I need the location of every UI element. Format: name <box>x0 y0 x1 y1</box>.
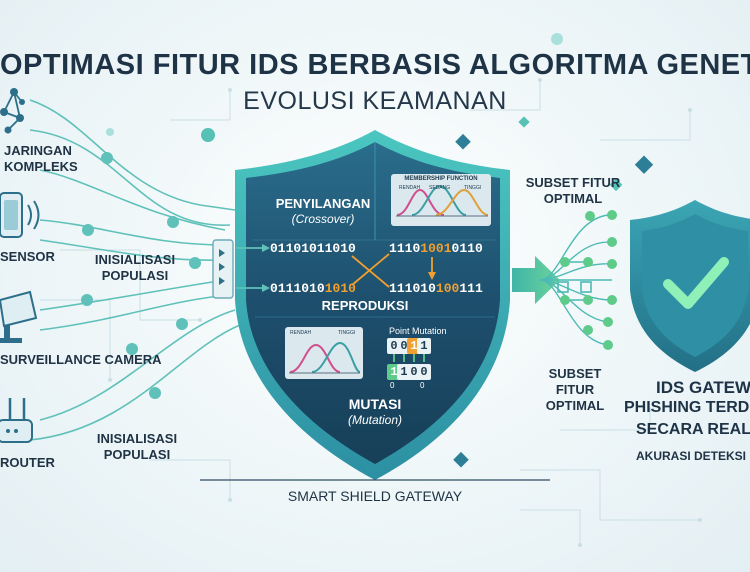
label-sensor: SENSOR <box>0 249 55 264</box>
output-arrow <box>512 256 560 304</box>
wifi-router-icon <box>0 398 33 443</box>
feature-selection-tree <box>539 214 613 346</box>
mutation-title: MUTASI <box>348 396 402 412</box>
accuracy-label: AKURASI DETEKSI <box>636 449 747 463</box>
label-camera: SURVEILLANCE CAMERA <box>0 352 162 367</box>
label-init-bottom-line1: INISIALISASI <box>96 431 178 446</box>
point-mutation-title: Point Mutation <box>389 326 447 336</box>
main-subtitle: EVOLUSI KEAMANAN <box>243 87 507 115</box>
deco-dot <box>201 128 215 142</box>
label-router: ROUTER <box>0 455 55 470</box>
label-subset-bottom-line1: SUBSET <box>548 366 602 381</box>
membership-function-panel <box>391 174 491 226</box>
label-init-top-line1: INISIALISASI <box>94 252 176 267</box>
input-flow-nodes <box>81 152 201 399</box>
membership-label-high: TINGGI <box>464 185 482 191</box>
mutation-chart-label-low: RENDAH <box>290 330 312 336</box>
crossover-subtitle: (Crossover) <box>291 212 355 226</box>
result-line-1: IDS GATEWAY <box>656 378 750 397</box>
label-subset-top-line2: OPTIMAL <box>543 191 603 206</box>
label-network: JARINGAN KOMPLEKS <box>4 143 78 175</box>
mutation-chart-label-high: TINGGI <box>338 330 356 336</box>
label-init-bottom: INISIALISASI POPULASI <box>82 431 192 463</box>
deco-square <box>518 116 530 128</box>
input-flow-lines <box>29 99 241 441</box>
main-title: OPTIMASI FITUR IDS BERBASIS ALGORITMA GE… <box>0 49 750 81</box>
population-connector <box>212 239 234 299</box>
label-init-bottom-line2: POPULASI <box>103 447 171 462</box>
deco-square <box>453 451 469 468</box>
input-arrows <box>236 247 264 289</box>
result-line-2: PHISHING TERDETEKSI <box>624 399 750 416</box>
crossover-title: PENYILANGAN <box>275 196 371 211</box>
label-network-line1: JARINGAN <box>4 143 72 158</box>
mutation-chart-panel <box>285 327 363 379</box>
deco-square <box>455 133 471 150</box>
label-subset-bottom: SUBSET FITUR OPTIMAL <box>530 366 620 414</box>
gateway-label: SMART SHIELD GATEWAY <box>287 488 463 504</box>
child-chromosome-1: 111010010110 <box>389 241 483 256</box>
membership-title: MEMBERSHIP FUNCTION <box>404 176 478 182</box>
circuit-traces <box>40 80 700 545</box>
reproduction-label: REPRODUKSI <box>321 298 409 313</box>
security-camera-icon <box>0 290 38 343</box>
child-chromosome-2: 111010100111 <box>389 281 483 296</box>
crossover-arrows <box>351 253 433 288</box>
mutation-subtitle: (Mutation) <box>347 413 403 427</box>
membership-label-low: RENDAH <box>399 185 421 191</box>
deco-square <box>634 155 654 174</box>
mutation-index-1: 0 <box>390 381 395 390</box>
membership-label-mid: SEDANG <box>429 185 451 191</box>
label-subset-bottom-line3: OPTIMAL <box>545 398 605 413</box>
deco-dot <box>551 33 563 45</box>
parent-chromosome-1: 01101011010 <box>270 241 356 256</box>
label-subset-top-line1: SUBSET FITUR <box>525 175 621 190</box>
mutation-bit-after-4: 0 <box>417 364 431 380</box>
label-network-line2: KOMPLEKS <box>4 159 78 174</box>
deco-dot <box>106 128 114 136</box>
crossover-arrowhead <box>428 272 436 280</box>
label-init-top: INISIALISASI POPULASI <box>80 252 190 284</box>
mutation-bit-before-4: 1 <box>417 338 431 354</box>
label-init-top-line2: POPULASI <box>101 268 169 283</box>
label-subset-top: SUBSET FITUR OPTIMAL <box>513 175 633 207</box>
feature-nodes <box>557 210 617 350</box>
mutation-index-2: 0 <box>420 381 425 390</box>
label-subset-bottom-line2: FITUR <box>555 382 595 397</box>
check-shield-icon <box>630 200 750 372</box>
result-line-3: SECARA REAL-TIME <box>636 421 750 438</box>
parent-chromosome-2: 01110101010 <box>270 281 356 296</box>
wireless-sensor-icon <box>0 192 40 238</box>
